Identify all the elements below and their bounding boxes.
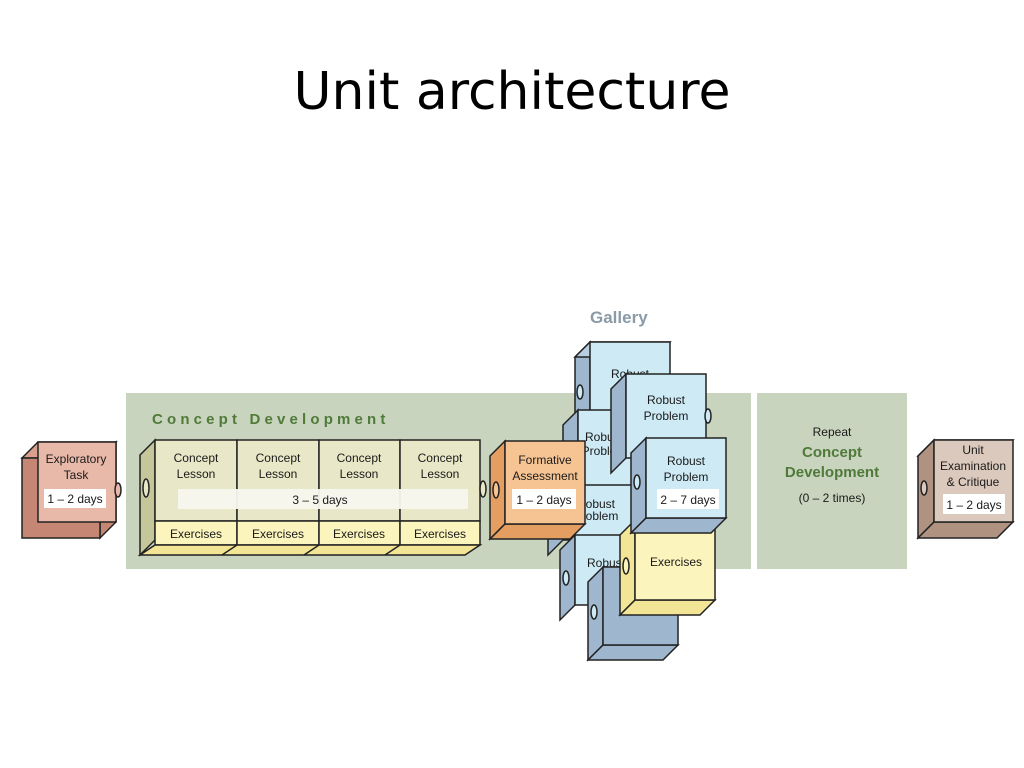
exploratory-days: 1 – 2 days xyxy=(47,492,102,506)
formative-line2: Assessment xyxy=(512,469,578,483)
slide-title: Unit architecture xyxy=(293,62,731,122)
formative-days: 1 – 2 days xyxy=(516,493,571,507)
lesson-3-line2: Lesson xyxy=(340,467,379,481)
repeat-line4: (0 – 2 times) xyxy=(799,491,866,505)
unit-line1: Unit xyxy=(962,443,984,457)
lesson-4-exercises: Exercises xyxy=(414,527,466,541)
repeat-line1: Repeat xyxy=(813,425,852,439)
unit-examination-block: Unit Examination & Critique 1 – 2 days xyxy=(916,438,1015,540)
lesson-1-line1: Concept xyxy=(174,451,219,465)
robust-problem-block: Robust Problem 2 – 7 days xyxy=(629,436,728,535)
repeat-line2: Concept xyxy=(802,444,862,461)
concept-development-label: C o n c e p t D e v e l o p m e n t xyxy=(152,411,385,428)
robust-days: 2 – 7 days xyxy=(660,493,715,507)
gallery-mid-robust-line1: Robust xyxy=(577,497,616,511)
gallery-exercises-label: Exercises xyxy=(650,555,702,569)
lesson-1-line2: Lesson xyxy=(177,467,216,481)
formative-assessment-block: Formative Assessment 1 – 2 days xyxy=(488,439,587,541)
lesson-1-exercises: Exercises xyxy=(170,527,222,541)
gallery-label: Gallery xyxy=(590,308,648,327)
lesson-2-line2: Lesson xyxy=(259,467,298,481)
exploratory-line2: Task xyxy=(64,468,90,482)
unit-line2: Examination xyxy=(940,459,1006,473)
lesson-2-line1: Concept xyxy=(256,451,301,465)
concept-lessons-block: Concept Lesson Concept Lesson Concept Le… xyxy=(137,438,487,557)
robust-main-line1: Robust xyxy=(667,454,706,468)
robust-top-line2: Problem xyxy=(644,409,689,423)
unit-line3: & Critique xyxy=(947,475,1000,489)
formative-line1: Formative xyxy=(518,453,572,467)
exploratory-line1: Exploratory xyxy=(46,452,107,466)
repeat-concept-development: Repeat Concept Development (0 – 2 times) xyxy=(785,425,879,505)
exploratory-task-block: Exploratory Task 1 – 2 days xyxy=(20,440,122,540)
repeat-line3: Development xyxy=(785,464,879,481)
lesson-4-line1: Concept xyxy=(418,451,463,465)
lesson-3-line1: Concept xyxy=(337,451,382,465)
lesson-3-exercises: Exercises xyxy=(333,527,385,541)
lesson-4-line2: Lesson xyxy=(421,467,460,481)
robust-main-line2: Problem xyxy=(664,470,709,484)
repeat-band xyxy=(757,393,907,569)
gallery-exercises-block: Exercises xyxy=(618,518,717,617)
unit-days: 1 – 2 days xyxy=(946,498,1001,512)
lessons-days: 3 – 5 days xyxy=(292,493,347,507)
lesson-2-exercises: Exercises xyxy=(252,527,304,541)
robust-top-line1: Robust xyxy=(647,393,686,407)
